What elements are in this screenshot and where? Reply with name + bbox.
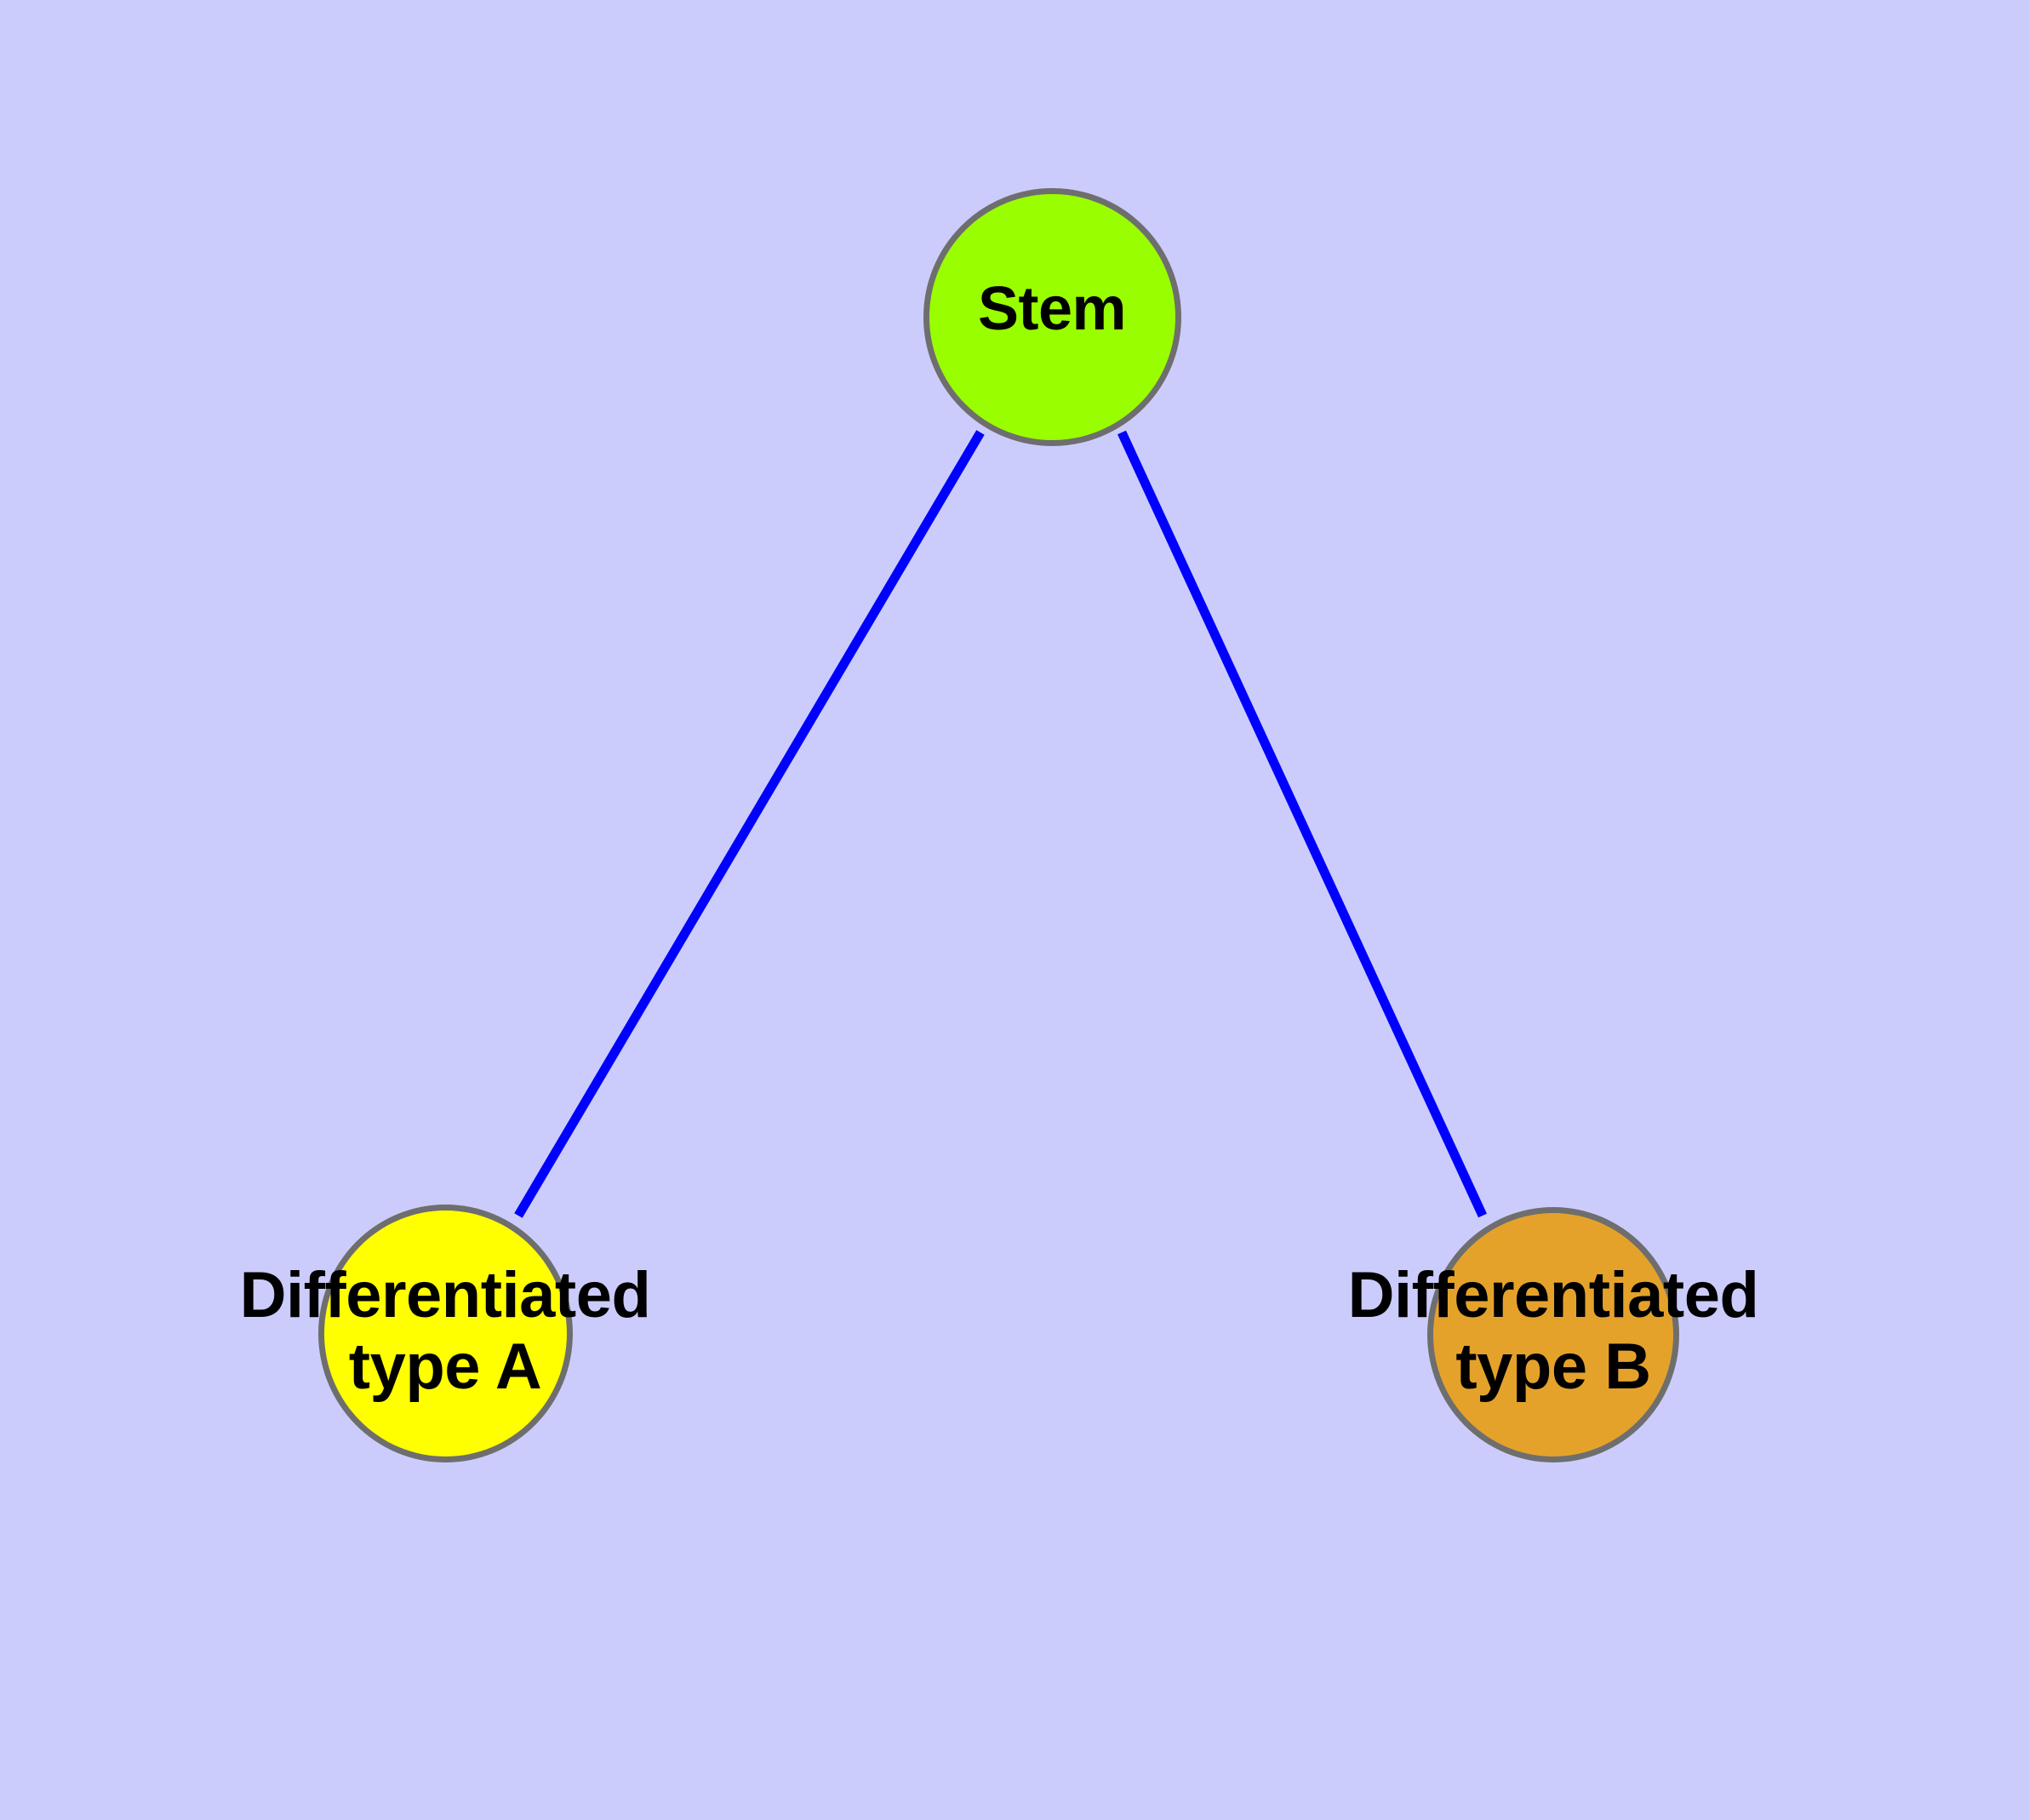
edge-stem-to-differentiated-type-b	[1117, 430, 1487, 1218]
node-stem[interactable]	[923, 188, 1181, 446]
node-differentiated-type-a[interactable]	[318, 1205, 573, 1462]
edge-stem-to-differentiated-type-a	[514, 430, 985, 1218]
node-differentiated-type-b[interactable]	[1427, 1207, 1679, 1462]
